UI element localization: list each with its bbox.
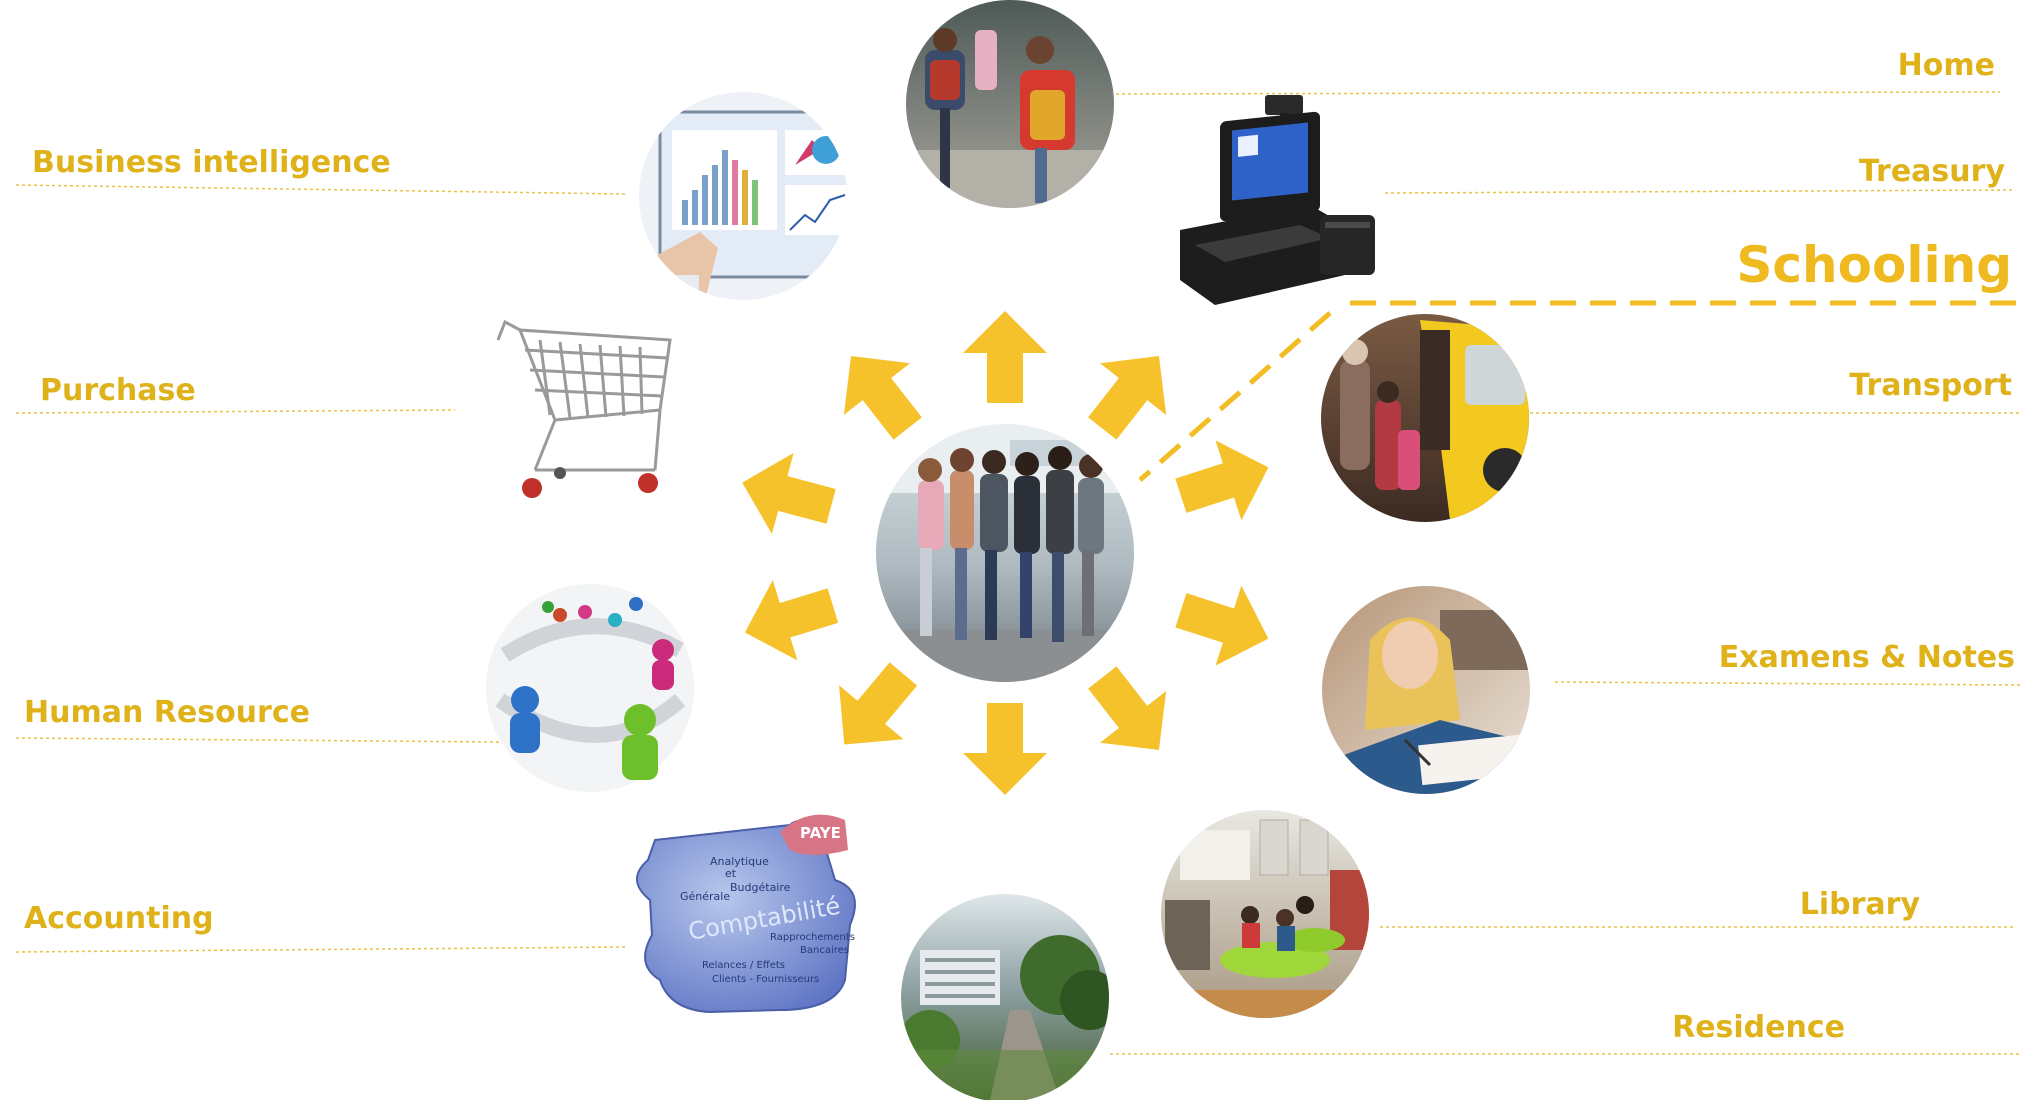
puzzle-word-analytique: Analytique <box>710 855 769 868</box>
module-transport-image <box>1321 314 1540 524</box>
label-human-resource: Human Resource <box>24 695 310 730</box>
leader-line-human-resource <box>16 738 500 742</box>
arrow-up-icon <box>963 311 1047 403</box>
arrow-up-left-icon <box>818 330 941 454</box>
leader-line-accounting <box>16 947 628 952</box>
puzzle-word-relances: Relances / Effets <box>702 960 785 971</box>
leader-line-examens <box>1555 682 2022 685</box>
arrow-up-right-icon <box>1069 330 1192 454</box>
module-treasury-image <box>1180 95 1375 305</box>
label-business-intelligence: Business intelligence <box>32 145 391 180</box>
label-purchase: Purchase <box>40 373 196 408</box>
label-treasury: Treasury <box>1859 154 2006 189</box>
center-circle <box>875 423 1135 683</box>
arrow-down-icon <box>963 703 1047 795</box>
label-home: Home <box>1898 48 1995 83</box>
puzzle-word-paye: PAYE <box>800 824 841 842</box>
leader-line-treasury <box>1385 190 2012 193</box>
puzzle-word-budgetaire: Budgétaire <box>730 881 791 894</box>
arrow-right-lower-icon <box>1168 570 1281 678</box>
puzzle-word-generale: Générale <box>680 890 730 903</box>
label-library: Library <box>1800 887 1921 922</box>
label-accounting: Accounting <box>24 901 214 936</box>
label-examens-notes: Examens & Notes <box>1719 640 2015 675</box>
arrow-right-upper-icon <box>1168 427 1281 535</box>
arrow-left-upper-icon <box>731 442 842 547</box>
puzzle-word-bancaires: Bancaires <box>800 945 849 956</box>
puzzle-word-rapprochements: Rapprochements <box>770 932 855 943</box>
arrow-down-left-icon <box>812 647 935 771</box>
leader-line-home <box>1110 92 2000 94</box>
puzzle-word-clients: Clients - Fournisseurs <box>712 974 819 985</box>
arrow-left-lower-icon <box>733 565 846 672</box>
labels-right: Home Treasury Schooling Transport Examen… <box>1672 48 2015 1045</box>
label-transport: Transport <box>1849 368 2012 403</box>
module-home-image <box>906 0 1116 210</box>
leader-line-business-intelligence <box>16 185 625 194</box>
module-purchase-image <box>498 322 670 498</box>
module-examens-image <box>1322 586 1532 800</box>
cash-register-photo <box>1180 95 1375 305</box>
label-schooling: Schooling <box>1736 236 2012 294</box>
module-library-image <box>1160 810 1380 1020</box>
module-business-intelligence-image <box>639 92 860 305</box>
label-residence: Residence <box>1672 1010 1845 1045</box>
labels-left: Business intelligence Purchase Human Res… <box>24 145 391 936</box>
module-human-resource-image <box>486 584 694 792</box>
module-residence-image <box>900 894 1120 1100</box>
leader-line-purchase <box>16 410 455 413</box>
puzzle-word-et: et <box>725 867 737 880</box>
arrow-down-right-icon <box>1069 652 1192 776</box>
module-accounting-image: PAYE Analytique et Budgétaire Générale C… <box>637 815 855 1012</box>
shopping-cart-photo <box>498 322 670 470</box>
